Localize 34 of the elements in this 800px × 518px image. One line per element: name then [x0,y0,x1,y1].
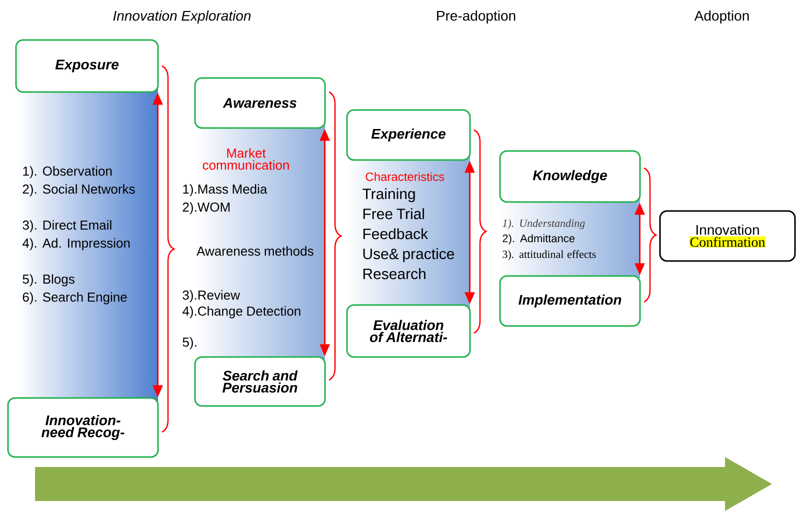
list-item: 5). Blogs [22,274,74,286]
group-heading: Market communication [202,148,289,170]
list-item: 3). Direct Email [22,220,112,232]
list-item: Use& practice [363,248,454,262]
list-item: 1). Observation [23,166,112,178]
stage-heading: Adoption [694,10,749,24]
stage-box: Knowledge [499,150,641,203]
list-item: 2).WOM [182,202,230,214]
list-item: 4).Change Detection [182,306,300,318]
stage-box: Exposure [15,39,159,93]
list-item: 2). Admittance [502,234,575,244]
stage-box: Evaluation of Alternati- [346,304,471,358]
list-item: 3).Review [182,290,240,302]
list-item: 2). Social Networks [22,184,135,196]
stage-box: Awareness [194,77,326,129]
list-item: 1). Understanding [502,219,585,230]
stage-box: Innovation-need Recog- [7,397,159,458]
list-item: 1).Mass Media [183,184,268,196]
list-item: 6). Search Engine [22,292,127,304]
stage-box: Implementation [499,275,641,327]
list-item: 3). attitudinal effects [502,250,596,260]
list-item: Research [363,268,426,280]
list-item: Free Trial [363,208,424,220]
list-item: Feedback [363,228,428,240]
stage-box: Search and Persuasion [194,356,326,407]
list-item: 4). Ad. Impression [22,238,130,250]
group-heading: Awareness methods [196,246,314,256]
group-heading: Characteristics [366,172,444,181]
stage-heading: Pre-adoption [437,10,516,24]
list-item: Training [362,188,415,202]
stage-heading: Innovation Exploration [113,10,251,24]
stage-box: Experience [346,109,471,161]
list-item: 5). [182,337,196,350]
result-box: Innovation Confirmation [659,210,796,262]
